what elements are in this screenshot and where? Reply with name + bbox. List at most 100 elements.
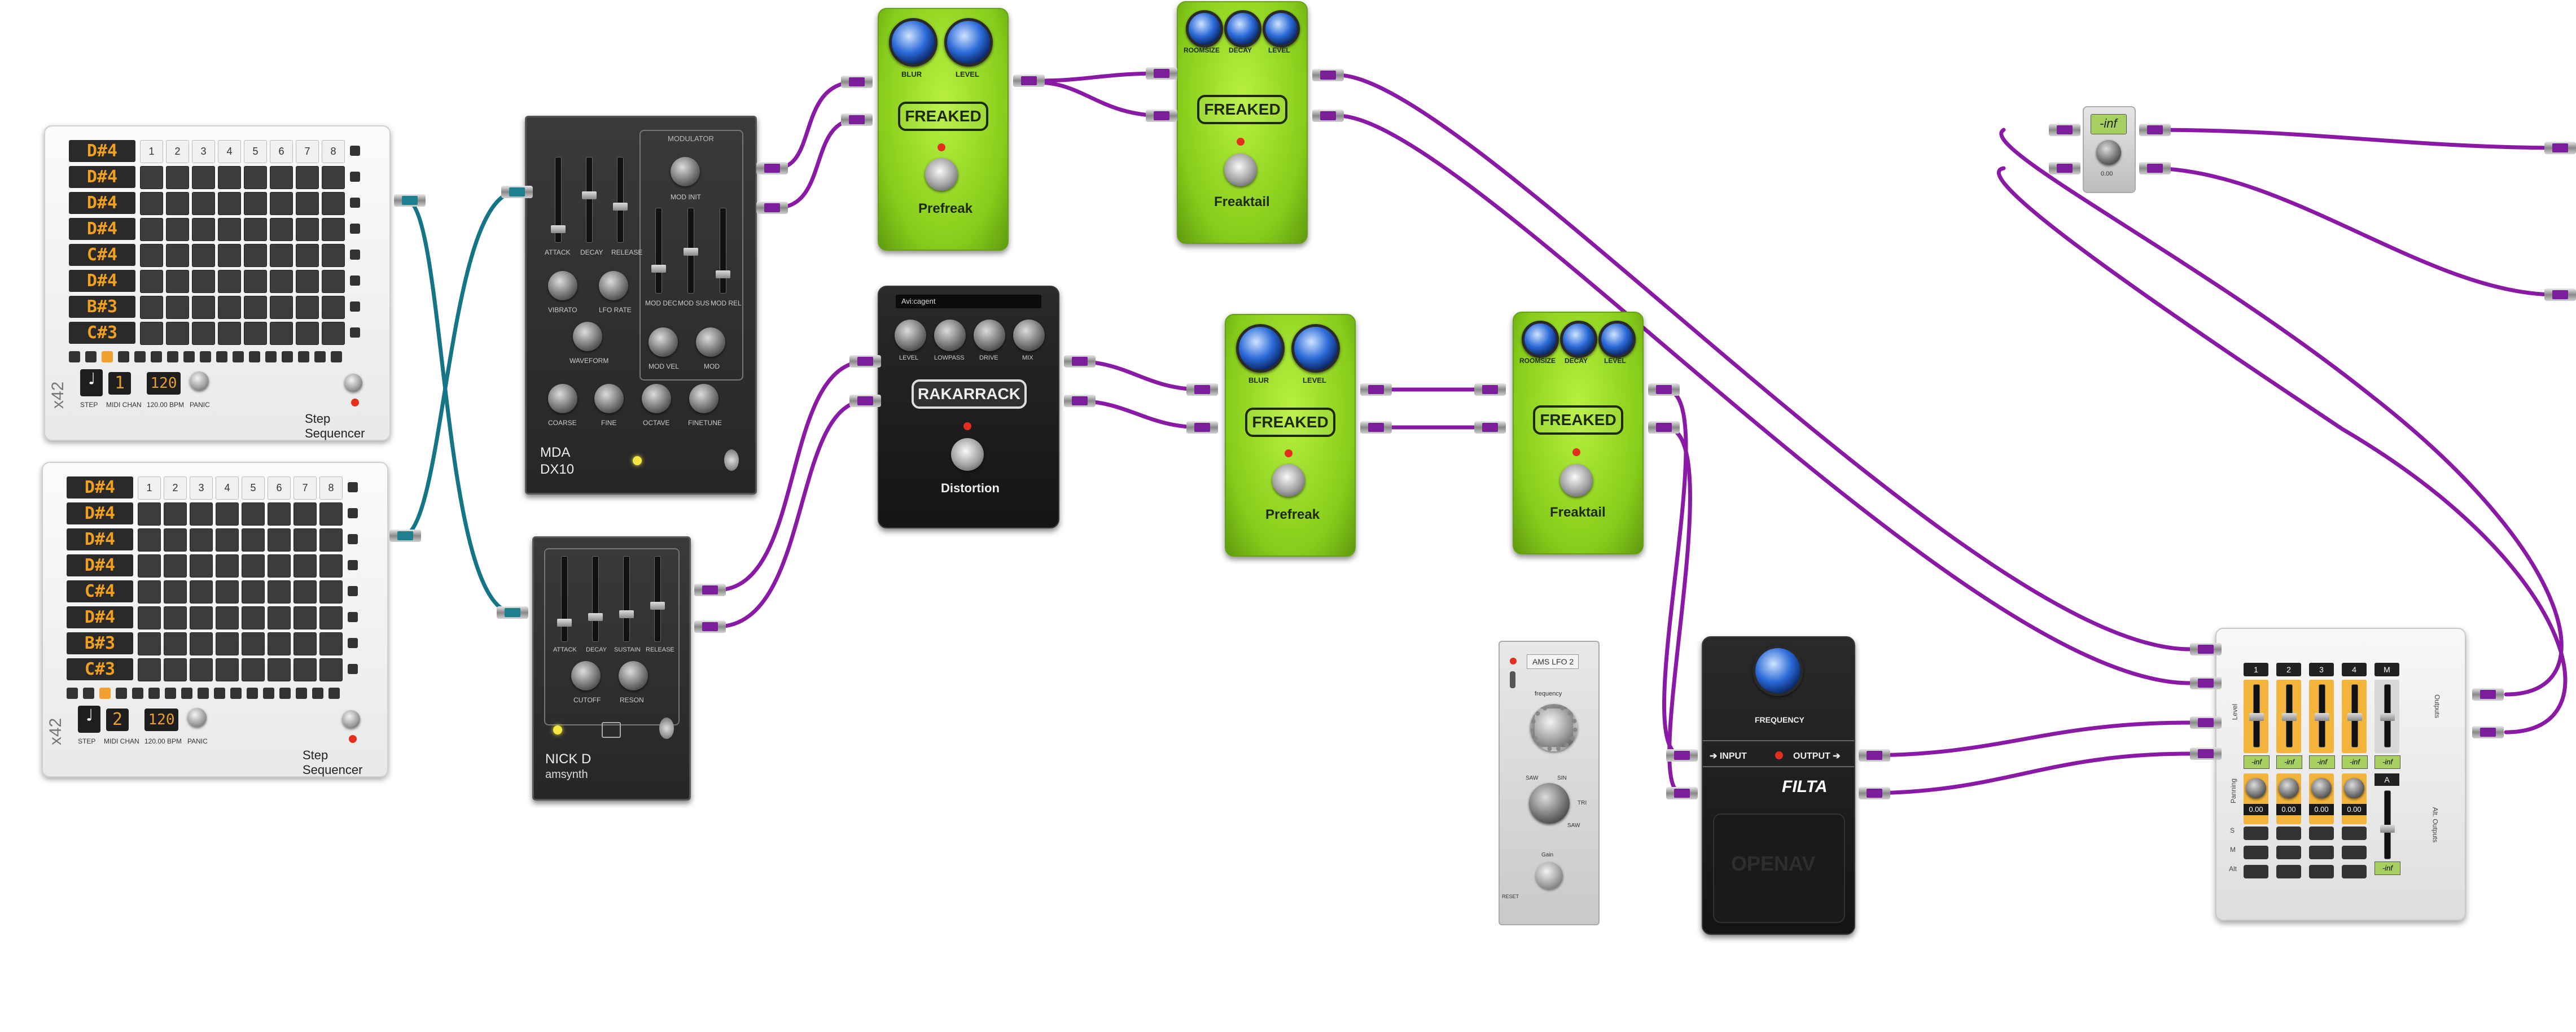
step-cell[interactable] [244, 192, 267, 215]
vibrato-knob[interactable] [548, 271, 577, 300]
step-cell[interactable] [218, 296, 241, 319]
step-cell[interactable] [190, 554, 213, 578]
step-cell[interactable] [216, 658, 239, 681]
sustain-slider[interactable] [619, 556, 634, 642]
step-cell[interactable] [319, 554, 343, 578]
octave-knob[interactable] [642, 384, 671, 413]
row-mute-button[interactable] [350, 327, 360, 338]
mod-dec-slider[interactable] [651, 208, 666, 294]
dx10-midi-in-jack[interactable] [501, 186, 533, 198]
step-cell[interactable] [244, 244, 267, 267]
cable-mixer-gain-r[interactable] [1997, 166, 2568, 734]
step-cell[interactable] [192, 296, 215, 319]
step-cell[interactable] [192, 270, 215, 293]
row-mute-button[interactable] [348, 612, 358, 622]
mixer-in-2r-jack[interactable] [2190, 747, 2222, 760]
gain-out-l-jack[interactable] [2139, 124, 2171, 136]
prefreak1-out-jack[interactable] [1013, 75, 1045, 87]
level-fader[interactable] [2282, 684, 2297, 747]
mix-knob[interactable] [1013, 320, 1045, 351]
row-mute-button[interactable] [350, 276, 360, 286]
prefreak2-in-l-jack[interactable] [1186, 383, 1218, 396]
attack-slider[interactable] [551, 157, 566, 243]
footswitch[interactable] [1272, 464, 1305, 497]
step-cell[interactable] [138, 632, 161, 655]
step-cell[interactable] [242, 606, 265, 629]
step-cell[interactable] [216, 502, 239, 526]
step-cell[interactable] [190, 658, 213, 681]
gain-knob[interactable] [1536, 862, 1563, 889]
step-cell[interactable] [218, 244, 241, 267]
step-cell[interactable] [192, 192, 215, 215]
gain-knob[interactable] [2096, 140, 2121, 165]
step-cell[interactable] [140, 244, 163, 267]
level-fader[interactable] [2249, 684, 2264, 747]
row-mute-button[interactable] [350, 224, 360, 234]
filta-in-l-jack[interactable] [1666, 749, 1698, 762]
pan-knob[interactable] [2344, 778, 2364, 798]
cable-seq1-to-amsynth[interactable] [404, 198, 516, 615]
bypass-switch[interactable] [659, 718, 674, 739]
midi-channel-display[interactable]: 2 [106, 709, 129, 731]
step-cell[interactable] [166, 322, 189, 345]
cable-filta-mixer-r[interactable] [1863, 751, 2192, 795]
step-cell[interactable] [296, 296, 319, 319]
gain-in-l-jack[interactable] [2049, 124, 2080, 136]
step-cell[interactable] [242, 658, 265, 681]
step-cell[interactable] [322, 218, 345, 241]
step-cell[interactable] [270, 296, 293, 319]
attack-slider[interactable] [557, 556, 572, 642]
cable-filta-mixer-l[interactable] [1863, 720, 2192, 758]
step-cell[interactable] [166, 218, 189, 241]
freaktail2-in-r-jack[interactable] [1474, 421, 1506, 434]
cable-gain-out-r[interactable] [2148, 166, 2556, 297]
step-cell[interactable] [216, 606, 239, 629]
decay-slider[interactable] [588, 556, 603, 642]
step-cell[interactable] [319, 606, 343, 629]
step-cell[interactable] [242, 528, 265, 552]
sequencer-knob[interactable] [342, 710, 360, 728]
note-display[interactable]: D#4 [67, 502, 133, 524]
cable-mixer-gain-l[interactable] [1999, 128, 2564, 697]
step-cell[interactable] [218, 270, 241, 293]
pan-knob[interactable] [2279, 778, 2299, 798]
row-mute-button[interactable] [348, 560, 358, 570]
alt-level-fader[interactable] [2380, 790, 2395, 859]
step-cell[interactable] [270, 192, 293, 215]
decay-slider[interactable] [582, 157, 597, 243]
step-cell[interactable] [216, 632, 239, 655]
filta-out-r-jack[interactable] [1859, 787, 1890, 799]
step-cell[interactable] [296, 166, 319, 189]
finetune-knob[interactable] [689, 384, 719, 413]
step-cell[interactable] [190, 580, 213, 604]
step-cell[interactable] [164, 632, 187, 655]
step-cell[interactable] [218, 192, 241, 215]
cable-prefreak1-freaktail1-l[interactable] [1035, 71, 1165, 83]
step-cell[interactable] [268, 658, 291, 681]
freaktail2-in-l-jack[interactable] [1474, 383, 1506, 396]
row-mute-button[interactable] [348, 586, 358, 596]
step-cell[interactable] [190, 502, 213, 526]
step-cell[interactable] [216, 554, 239, 578]
freaktail1-out-r-jack[interactable] [1312, 110, 1344, 122]
system-out-r-jack[interactable] [2544, 288, 2576, 301]
step-cell[interactable] [140, 192, 163, 215]
step-cell[interactable] [140, 296, 163, 319]
prefreak1-in-r-jack[interactable] [841, 113, 873, 126]
step-cell[interactable] [296, 270, 319, 293]
freaktail2-out-l-jack[interactable] [1648, 383, 1680, 396]
note-display[interactable]: D#4 [67, 606, 133, 628]
row-mute-button[interactable] [348, 638, 358, 648]
step-cell[interactable] [244, 296, 267, 319]
filta-in-r-jack[interactable] [1666, 787, 1698, 799]
step-cell[interactable] [322, 322, 345, 345]
step-cell[interactable] [218, 218, 241, 241]
step-cell[interactable] [268, 502, 291, 526]
pan-knob[interactable] [2246, 778, 2266, 798]
filta-out-l-jack[interactable] [1859, 749, 1890, 762]
frequency-knob[interactable] [1530, 704, 1578, 751]
footswitch[interactable] [1224, 154, 1257, 186]
coarse-knob[interactable] [548, 384, 577, 413]
step-cell[interactable] [242, 632, 265, 655]
alt-button[interactable] [2244, 865, 2268, 878]
